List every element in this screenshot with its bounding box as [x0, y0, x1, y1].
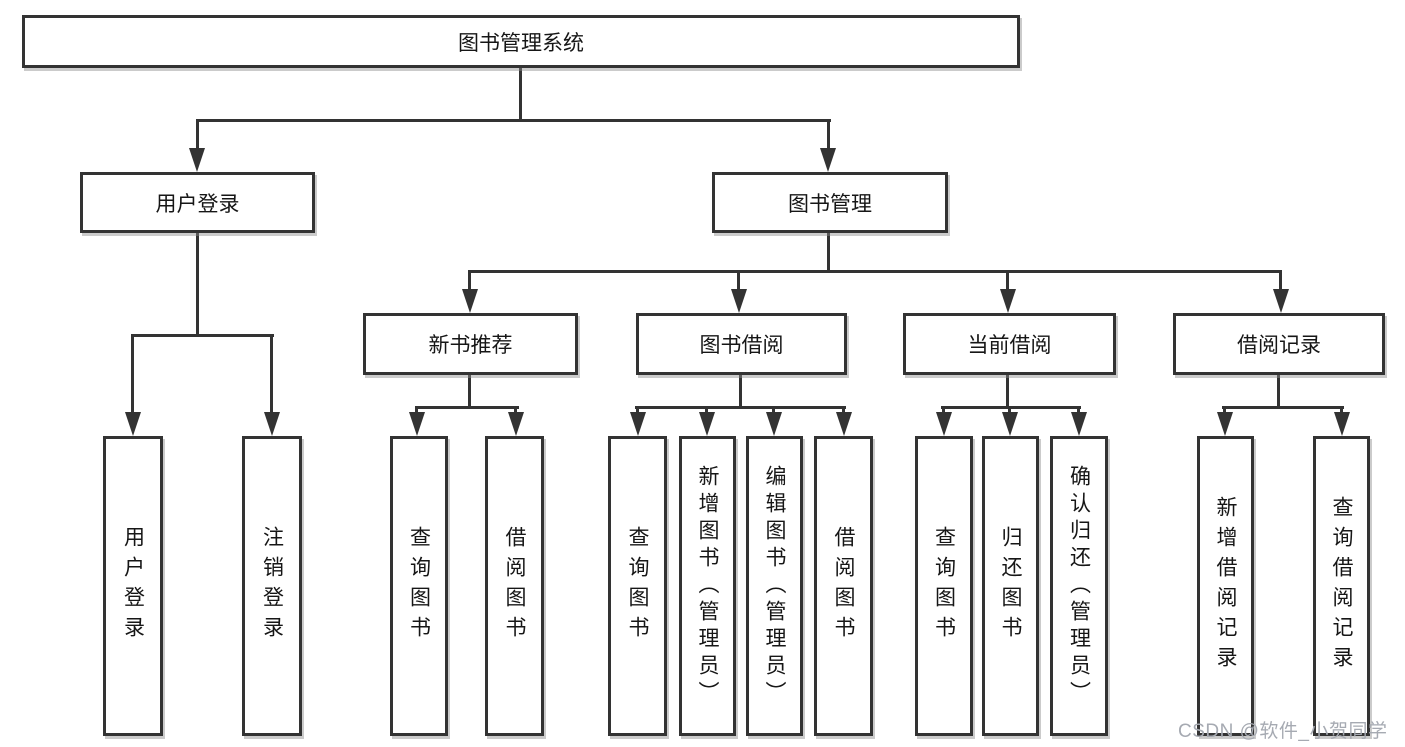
connector-hline [196, 119, 831, 122]
leaf-query-books-recommend: 查询图书 [390, 436, 448, 736]
node-label: 借阅记录 [1237, 334, 1321, 357]
node-label: 查询借阅记录 [1330, 496, 1354, 676]
node-label: 查询图书 [407, 526, 431, 646]
leaf-borrow-books-borrowing: 借阅图书 [814, 436, 873, 736]
arrowhead-down [936, 412, 952, 436]
connector-vline [1008, 406, 1011, 415]
connector-vline [827, 119, 830, 150]
leaf-query-borrow-record: 查询借阅记录 [1313, 436, 1370, 736]
node-user-login: 用户登录 [80, 172, 315, 233]
arrowhead-down [766, 412, 782, 436]
connector-vline [196, 119, 199, 150]
leaf-query-books-current: 查询图书 [915, 436, 973, 736]
connector-vline [468, 270, 471, 291]
leaf-user-login: 用户登录 [103, 436, 163, 736]
connector-hline [131, 334, 274, 337]
connector-vline [196, 233, 199, 337]
node-library-system: 图书管理系统 [22, 15, 1020, 68]
connector-vline [1340, 406, 1343, 415]
arrowhead-down [820, 148, 836, 172]
leaf-edit-books-admin: 编辑图书（管理员） [746, 436, 803, 736]
connector-vline [842, 406, 845, 415]
arrowhead-down [1000, 289, 1016, 313]
node-label: 查询图书 [932, 526, 956, 646]
connector-vline [519, 68, 522, 122]
node-current-borrowing: 当前借阅 [903, 313, 1116, 375]
connector-hline [635, 406, 846, 409]
connector-hline [941, 406, 1081, 409]
node-label: 图书管理系统 [458, 31, 584, 55]
arrowhead-down [1071, 412, 1087, 436]
node-label: 编辑图书（管理员） [763, 464, 787, 708]
arrowhead-down [1217, 412, 1233, 436]
node-label: 用户登录 [155, 192, 240, 216]
arrowhead-down [189, 148, 205, 172]
connector-vline [468, 375, 471, 409]
leaf-add-books-admin: 新增图书（管理员） [679, 436, 736, 736]
arrowhead-down [1002, 412, 1018, 436]
arrowhead-down [699, 412, 715, 436]
node-book-management: 图书管理 [712, 172, 948, 233]
node-book-borrowing: 图书借阅 [636, 313, 847, 375]
connector-vline [270, 334, 273, 414]
connector-vline [1279, 270, 1282, 291]
leaf-logout: 注销登录 [242, 436, 302, 736]
node-label: 当前借阅 [967, 334, 1052, 357]
connector-hline [1222, 406, 1344, 409]
arrowhead-down [409, 412, 425, 436]
connector-vline [1223, 406, 1226, 415]
leaf-return-books: 归还图书 [982, 436, 1039, 736]
arrowhead-down [731, 289, 747, 313]
arrowhead-down [1273, 289, 1289, 313]
leaf-query-books-borrowing: 查询图书 [608, 436, 667, 736]
arrowhead-down [508, 412, 524, 436]
leaf-add-borrow-record: 新增借阅记录 [1197, 436, 1254, 736]
csdn-watermark: CSDN @软件_小贺同学 [1178, 721, 1388, 742]
node-label: 确认归还（管理员） [1067, 464, 1091, 708]
arrowhead-down [462, 289, 478, 313]
connector-vline [739, 375, 742, 409]
connector-vline [737, 270, 740, 291]
node-label: 图书借阅 [699, 334, 784, 357]
arrowhead-down [1334, 412, 1350, 436]
leaf-confirm-return-admin: 确认归还（管理员） [1050, 436, 1108, 736]
connector-vline [1006, 270, 1009, 291]
connector-hline [468, 270, 1282, 273]
node-label: 新增借阅记录 [1214, 496, 1238, 676]
arrowhead-down [630, 412, 646, 436]
node-label: 查询图书 [626, 526, 650, 646]
node-label: 注销登录 [260, 526, 284, 646]
connector-vline [942, 406, 945, 415]
node-label: 新增图书（管理员） [696, 464, 720, 708]
connector-vline [1077, 406, 1080, 415]
connector-vline [1006, 375, 1009, 409]
node-label: 借阅图书 [832, 526, 856, 646]
connector-vline [827, 233, 830, 273]
connector-vline [415, 406, 418, 415]
node-label: 新书推荐 [428, 334, 513, 357]
node-new-book-recommendation: 新书推荐 [363, 313, 578, 375]
node-borrowing-records: 借阅记录 [1173, 313, 1385, 375]
arrowhead-down [125, 412, 141, 436]
node-label: 用户登录 [121, 526, 145, 646]
connector-vline [1277, 375, 1280, 409]
node-label: 图书管理 [788, 192, 872, 216]
leaf-borrow-books-recommend: 借阅图书 [485, 436, 544, 736]
connector-vline [705, 406, 708, 415]
connector-vline [131, 334, 134, 414]
connector-hline [415, 406, 519, 409]
connector-vline [514, 406, 517, 415]
connector-vline [636, 406, 639, 415]
connector-vline [772, 406, 775, 415]
node-label: 借阅图书 [503, 526, 527, 646]
arrowhead-down [836, 412, 852, 436]
arrowhead-down [264, 412, 280, 436]
node-label: 归还图书 [999, 526, 1023, 646]
